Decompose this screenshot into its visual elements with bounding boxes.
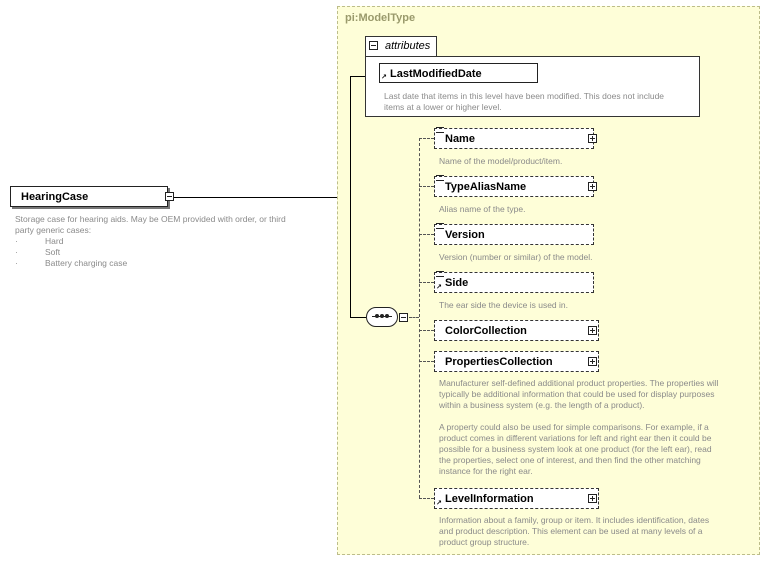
element-typealiasname[interactable]: TypeAliasName [434,175,597,197]
desc-bullet-item: ·Hard [15,236,64,246]
desc-line: product group structure. [439,537,530,547]
desc-line: items at a lower or higher level. [384,102,502,112]
desc-line: the properties, select one of interest, … [439,455,701,465]
element-description: Alias name of the type. [439,204,526,214]
reference-arrow-icon: ↗ [436,500,442,507]
sequence-branch-line [350,317,366,318]
child-branch-line [419,234,434,235]
desc-line: Storage case for hearing aids. May be OE… [15,214,286,224]
element-label: TypeAliasName [445,181,527,193]
multi-line-icon [436,127,444,133]
attributes-branch-line [350,76,365,77]
child-branch-line [419,138,434,139]
desc-line: A property could also be used for simple… [439,422,709,432]
element-description: The ear side the device is used in. [439,300,568,310]
attribute-label: LastModifiedDate [390,68,482,80]
element-name[interactable]: Name [434,127,597,149]
desc-bullet-item: ·Battery charging case [15,258,128,268]
child-branch-line [419,186,434,187]
collapse-icon[interactable] [165,192,174,201]
plus-icon[interactable] [588,134,597,143]
element-label: Name [445,133,475,145]
element-label: PropertiesCollection [445,356,553,368]
trunk-line [350,76,351,317]
plus-icon[interactable] [588,494,597,503]
multi-line-icon [436,223,444,229]
multi-line-icon [436,175,444,181]
element-label: Side [445,277,469,289]
desc-line: Manufacturer self-defined additional pro… [439,378,719,388]
plus-icon[interactable] [588,182,597,191]
element-description: Information about a family, group or ite… [439,515,709,548]
element-description: Name of the model/product/item. [439,156,563,166]
desc-line: Information about a family, group or ite… [439,515,710,525]
child-branch-line [419,361,434,362]
desc-bullet-text: Soft [45,247,61,257]
desc-line: product comes in different variations fo… [439,433,712,443]
desc-bullet-item: ·Soft [15,247,61,257]
element-side[interactable]: ↗ Side [434,271,594,293]
desc-line: typically be additional information that… [439,389,715,399]
collapse-icon[interactable] [369,41,378,50]
reference-arrow-icon: ↗ [436,284,442,291]
sequence-dot [385,314,389,318]
desc-line: party generic cases: [15,225,92,235]
type-title: pi:ModelType [345,12,416,24]
element-levelinformation[interactable]: ↗ LevelInformation [434,488,599,509]
multi-line-icon [436,271,444,277]
element-label: LevelInformation [445,493,534,505]
children-connector-line [419,138,420,498]
root-element-description: Storage case for hearing aids. May be OE… [15,214,286,269]
child-branch-line [419,330,434,331]
element-version[interactable]: Version [434,223,594,245]
sequence-out-line [409,317,419,318]
collapse-icon[interactable] [399,313,408,322]
desc-line: within a business system (e.g. the lengt… [439,400,645,410]
root-element-label: HearingCase [21,191,89,203]
desc-blank-line [439,411,719,422]
element-propertiescollection[interactable]: PropertiesCollection [434,351,599,372]
element-description: Version (number or similar) of the model… [439,252,593,262]
sequence-compositor-icon[interactable] [366,307,398,327]
desc-line: Last date that items in this level have … [384,91,665,101]
element-label: ColorCollection [445,325,527,337]
sequence-dot [380,314,384,318]
desc-bullet-text: Hard [45,236,64,246]
sequence-dots [372,314,392,318]
attribute-lastmodifieddate[interactable]: ↗ LastModifiedDate [379,63,538,83]
desc-line: and product description. This element ca… [439,526,703,536]
sequence-dot [375,314,379,318]
element-description: Manufacturer self-defined additional pro… [439,378,719,477]
element-label: Version [445,229,485,241]
child-branch-line [419,498,434,499]
desc-line: possible for a business system look at o… [439,444,712,454]
desc-line: instance for the right ear. [439,466,533,476]
root-element-hearingcase[interactable]: HearingCase [10,186,174,207]
attributes-label: attributes [385,40,431,52]
child-branch-line [419,282,434,283]
reference-arrow-icon: ↗ [381,74,387,81]
plus-icon[interactable] [588,357,597,366]
attributes-tab[interactable]: attributes [365,36,437,56]
attribute-description: Last date that items in this level have … [384,91,664,113]
desc-bullet-text: Battery charging case [45,258,128,268]
root-connector-line [174,197,350,198]
element-colorcollection[interactable]: ColorCollection [434,320,599,341]
plus-icon[interactable] [588,326,597,335]
